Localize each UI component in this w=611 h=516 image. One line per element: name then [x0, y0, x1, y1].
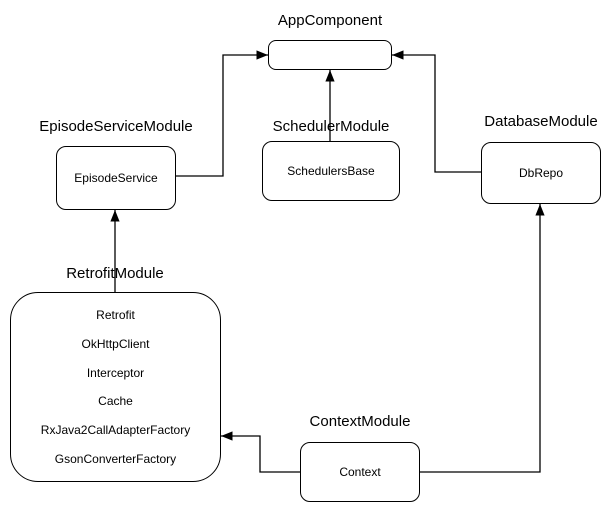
retrofit-item-okhttpclient: OkHttpClient	[81, 336, 150, 351]
node-schedulersbase-label: SchedulersBase	[287, 164, 375, 178]
node-context-label: Context	[339, 465, 381, 479]
contextmodule-title: ContextModule	[309, 413, 411, 430]
node-retrofitmodule: Retrofit OkHttpClient Interceptor Cache …	[10, 292, 221, 482]
schedulermodule-title: SchedulerModule	[272, 118, 390, 135]
retrofit-item-retrofit: Retrofit	[96, 308, 135, 323]
node-schedulersbase: SchedulersBase	[262, 141, 400, 201]
node-dbrepo-label: DbRepo	[518, 166, 564, 180]
node-dbrepo: DbRepo	[481, 142, 601, 204]
retrofit-item-rxjava2calladapterfactory: RxJava2CallAdapterFactory	[40, 422, 191, 437]
edge-context-to-dbrepo	[420, 204, 545, 473]
edge-context-to-retrofitmodule	[221, 431, 300, 473]
episodeservicemodule-title: EpisodeServiceModule	[39, 118, 193, 135]
edge-dbrepo-to-appcomponent	[392, 50, 481, 173]
retrofit-item-interceptor: Interceptor	[86, 365, 145, 380]
databasemodule-title: DatabaseModule	[484, 113, 598, 130]
retrofitmodule-title: RetrofitModule	[66, 265, 164, 282]
node-context: Context	[300, 442, 420, 502]
retrofit-item-cache: Cache	[98, 394, 133, 409]
node-appcomponent	[268, 40, 392, 70]
node-episodeservice-label: EpisodeService	[74, 171, 158, 185]
appcomponent-title: AppComponent	[277, 12, 383, 29]
retrofit-item-gsonconverterfactory: GsonConverterFactory	[54, 451, 177, 466]
edge-episodeservice-to-appcomponent	[176, 50, 268, 177]
node-episodeservice: EpisodeService	[56, 146, 176, 210]
